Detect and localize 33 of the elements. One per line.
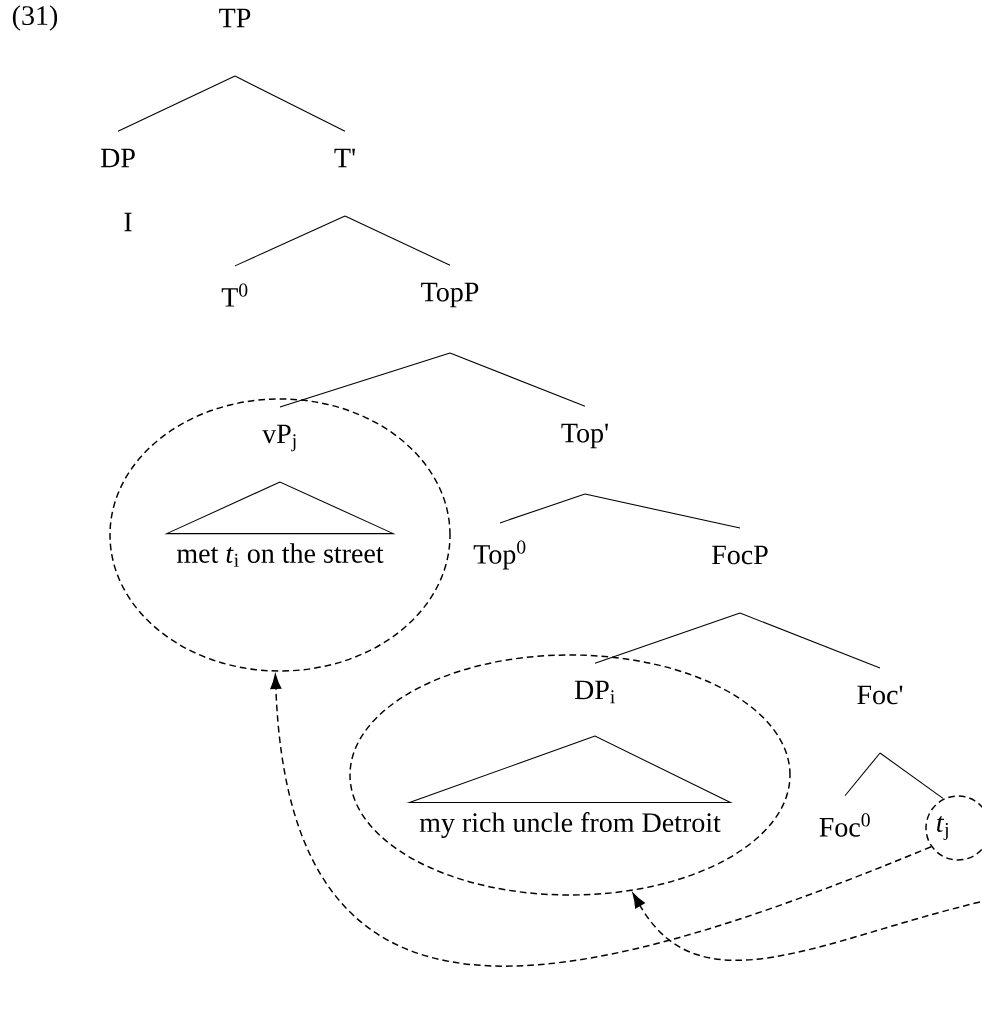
branch-line <box>844 752 881 797</box>
tree-label: T$^{0}$ <box>221 283 248 307</box>
movement-arrow <box>632 893 981 961</box>
branch-line <box>279 352 451 408</box>
branch-line <box>344 215 451 266</box>
branch-line <box>594 612 741 664</box>
movement-arrow <box>270 674 932 966</box>
tree-label: TP <box>219 8 251 28</box>
branch-line <box>739 612 881 669</box>
tree-label: met t$_{i}$ on the street <box>176 543 384 567</box>
branch-line <box>449 352 586 407</box>
tree-label: I <box>124 212 132 232</box>
branch-line <box>234 215 346 267</box>
tree-label: DP <box>100 148 135 168</box>
branch-line <box>117 75 236 132</box>
branch-line <box>234 75 346 132</box>
tree-label: Top' <box>561 423 608 449</box>
tree-label: TopP <box>421 282 479 308</box>
branch-line <box>584 493 741 529</box>
branch-line <box>499 493 586 524</box>
dashed-ellipse <box>349 654 791 896</box>
dashed-ellipse <box>109 398 451 672</box>
tree-label: Top$^{0}$ <box>473 540 526 570</box>
example-number: (31) <box>12 5 58 31</box>
tree-label: T' <box>334 148 355 168</box>
tree-label: FocP <box>712 545 768 565</box>
tree-label: my rich uncle from Detroit <box>419 812 721 838</box>
tree-label: vP$_{j}$ <box>262 424 296 452</box>
tree-label: Foc' <box>857 685 903 705</box>
tree-label: DP$_{i}$ <box>574 680 615 704</box>
branch-line <box>879 752 944 799</box>
tree-label: t$_{j}$ <box>937 815 948 841</box>
tree-label: Foc$^{0}$ <box>819 813 870 837</box>
